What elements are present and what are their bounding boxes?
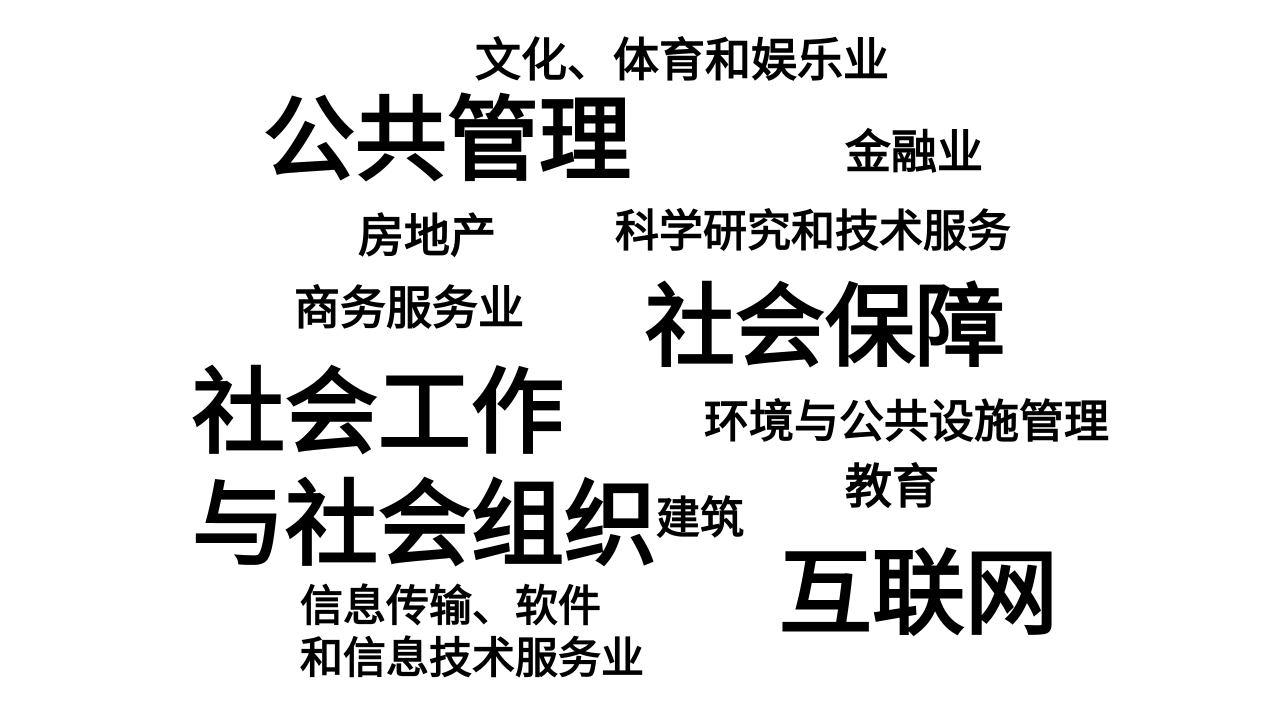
wordcloud-term-4: 房地产 [358, 209, 496, 263]
wordcloud-term-13: 信息传输、软件 和信息技术服务业 [300, 582, 644, 684]
wordcloud-term-6: 商务服务业 [294, 281, 524, 335]
wordcloud-term-9: 环境与公共设施管理 [704, 395, 1110, 448]
wordcloud-term-8: 社会工作 与社会组织 [192, 359, 657, 579]
wordcloud-term-12: 互联网 [779, 540, 1058, 648]
wordcloud-term-10: 教育 [845, 460, 939, 515]
wordcloud-term-1: 文化、体育和娱乐业 [475, 33, 889, 87]
wordcloud-term-2: 公共管理 [263, 87, 632, 194]
wordcloud-term-7: 社会保障 [645, 275, 1005, 380]
wordcloud-term-3: 金融业 [845, 125, 983, 179]
wordcloud-term-11: 建筑 [656, 493, 744, 544]
wordcloud-term-5: 科学研究和技术服务 [615, 206, 1011, 257]
